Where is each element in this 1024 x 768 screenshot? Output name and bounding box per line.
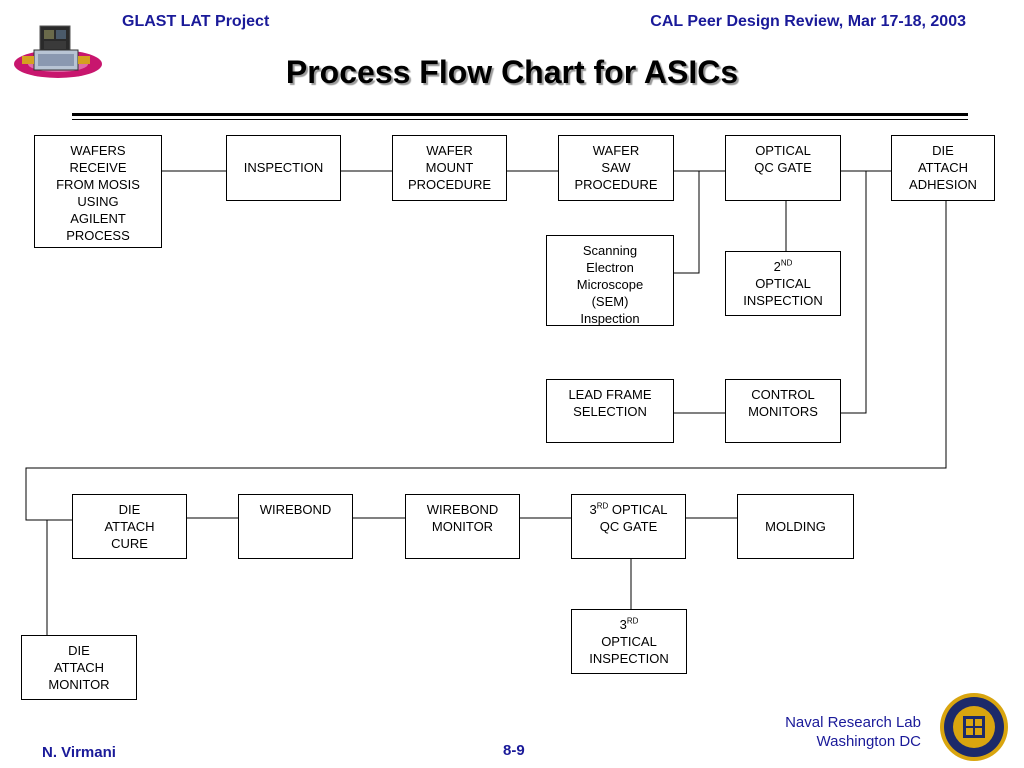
ordinal-number: 2 (773, 259, 781, 274)
box-text: Microscope (576, 277, 644, 292)
box-text: Electron (586, 260, 634, 275)
org-location: Washington DC (816, 733, 922, 750)
box-ordinal: 2ND (726, 258, 840, 275)
ordinal-number: 3 (589, 502, 597, 517)
page-number: 8-9 (503, 742, 525, 759)
box-text: QC GATE (599, 519, 658, 534)
box-die-attach-monitor: DIE ATTACH MONITOR (21, 635, 137, 700)
ordinal-suffix: RD (596, 501, 609, 511)
box-text: INSPECTION (589, 651, 669, 666)
nrl-seal-icon (939, 692, 1009, 762)
title-rule-thin (72, 119, 968, 120)
box-text: SELECTION (573, 404, 647, 419)
box-second-optical-inspection: 2ND OPTICAL INSPECTION (725, 251, 841, 316)
footer-author: N. Virmani (42, 744, 116, 761)
box-text: ATTACH (104, 519, 155, 534)
box-wafers-receive: WAFERS RECEIVE FROM MOSIS USING AGILENT … (34, 135, 162, 248)
footer-organization: Naval Research Lab Washington DC (785, 713, 921, 751)
box-control-monitors: CONTROL MONITORS (725, 379, 841, 443)
box-wafer-saw: WAFER SAW PROCEDURE (558, 135, 674, 201)
box-text: QC GATE (754, 160, 812, 175)
box-text: WIREBOND (259, 502, 332, 517)
box-text: ATTACH (53, 660, 105, 675)
box-text: (SEM) (591, 294, 629, 309)
box-text: CONTROL (751, 387, 815, 402)
box-sem-inspection: Scanning Electron Microscope (SEM) Inspe… (546, 235, 674, 326)
box-text: PROCEDURE (574, 177, 658, 192)
box-text: OPTICAL (608, 502, 668, 517)
ordinal-suffix: ND (780, 258, 793, 268)
box-text: CURE (111, 536, 148, 551)
box-text: MOLDING (765, 519, 826, 534)
box-text: INSPECTION (243, 160, 324, 175)
box-text: WAFER (592, 143, 640, 158)
box-text: OPTICAL (755, 276, 811, 291)
box-die-attach-cure: DIE ATTACH CURE (72, 494, 187, 559)
box-die-attach-adhesion: DIE ATTACH ADHESION (891, 135, 995, 201)
box-wafer-mount: WAFER MOUNT PROCEDURE (392, 135, 507, 201)
box-text: AGILENT (70, 211, 126, 226)
header-project: GLAST LAT Project (122, 13, 270, 30)
box-wirebond: WIREBOND (238, 494, 353, 559)
box-text: SAW (601, 160, 631, 175)
box-ordinal: 3RD OPTICAL (572, 501, 685, 518)
box-ordinal: 3RD (572, 616, 686, 633)
box-text: Inspection (580, 311, 640, 326)
box-text: WAFERS (70, 143, 126, 158)
box-text: PROCESS (66, 228, 130, 243)
org-name: Naval Research Lab (785, 714, 921, 731)
box-text: RECEIVE (69, 160, 127, 175)
box-third-optical-qc-gate: 3RD OPTICAL QC GATE (571, 494, 686, 559)
box-text: ADHESION (909, 177, 977, 192)
box-text: ATTACH (917, 160, 969, 175)
box-lead-frame-selection: LEAD FRAME SELECTION (546, 379, 674, 443)
box-wirebond-monitor: WIREBOND MONITOR (405, 494, 520, 559)
glast-logo-icon (12, 20, 104, 82)
box-text: WIREBOND (426, 502, 499, 517)
ordinal-suffix: RD (626, 616, 639, 626)
box-text: MOUNT (425, 160, 474, 175)
box-third-optical-inspection: 3RD OPTICAL INSPECTION (571, 609, 687, 674)
box-text: OPTICAL (601, 634, 657, 649)
header-review: CAL Peer Design Review, Mar 17-18, 2003 (650, 13, 966, 30)
box-text: INSPECTION (743, 293, 823, 308)
box-optical-qc-gate: OPTICAL QC GATE (725, 135, 841, 201)
box-text: USING (77, 194, 119, 209)
box-text: DIE (932, 143, 954, 158)
box-text: DIE (68, 643, 90, 658)
box-text: Scanning (582, 243, 638, 258)
box-text: MONITOR (431, 519, 494, 534)
title-rule (72, 113, 968, 116)
ordinal-number: 3 (619, 617, 627, 632)
box-text: WAFER (426, 143, 473, 158)
box-text: LEAD FRAME (568, 387, 652, 402)
box-molding: MOLDING (737, 494, 854, 559)
box-text: OPTICAL (755, 143, 811, 158)
page-title: Process Flow Chart for ASICs (285, 54, 739, 90)
box-text: MONITOR (48, 677, 110, 692)
box-inspection: INSPECTION (226, 135, 341, 201)
box-text: PROCEDURE (407, 177, 492, 192)
box-text: MONITORS (748, 404, 818, 419)
box-text: DIE (118, 502, 141, 517)
box-text: FROM MOSIS (56, 177, 140, 192)
